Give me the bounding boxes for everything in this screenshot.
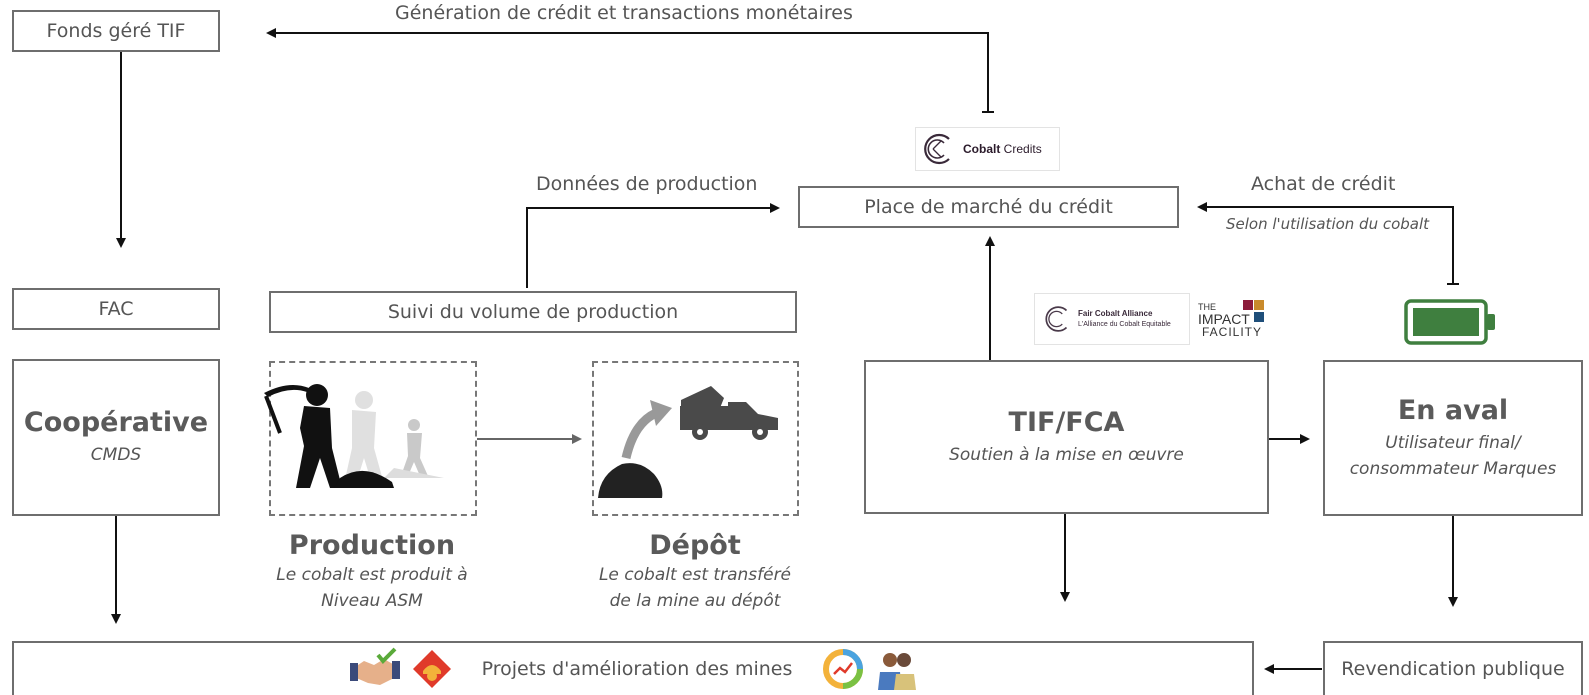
battery-icon	[1404, 299, 1495, 345]
aval-line2: consommateur Marques	[1349, 458, 1557, 479]
cobalt-logo-bold: Cobalt	[963, 142, 1001, 156]
projets-box: Projets d'amélioration des mines	[12, 641, 1254, 695]
tif-fca-title: TIF/FCA	[1008, 406, 1125, 438]
impact-logo-line1: THE	[1198, 302, 1216, 312]
impact-logo-line3: FACILITY	[1202, 325, 1263, 339]
arrow-credit-purchase	[1197, 202, 1459, 285]
fac-label: FAC	[98, 298, 134, 320]
miners-icon	[264, 384, 444, 488]
production-line1: Le cobalt est produit à	[276, 565, 468, 585]
suivi-box: Suivi du volume de production	[269, 291, 797, 333]
revendication-box: Revendication publique	[1323, 641, 1583, 695]
suivi-label: Suivi du volume de production	[387, 301, 679, 323]
fca-logo: Fair Cobalt Alliance L'Alliance du Cobal…	[1034, 293, 1190, 345]
marketplace-box: Place de marché du crédit	[798, 186, 1179, 228]
cobalt-c-icon	[924, 133, 950, 165]
tif-fca-subtitle: Soutien à la mise en œuvre	[949, 444, 1184, 465]
handshake-icon	[349, 647, 400, 685]
fonds-label: Fonds géré TIF	[46, 20, 186, 42]
tif-fca-box: TIF/FCA Soutien à la mise en œuvre	[864, 360, 1269, 514]
credit-generation-label: Génération de crédit et transactions mon…	[395, 2, 853, 24]
safety-badge-icon	[412, 650, 451, 688]
impact-logo-line2: IMPACT	[1198, 311, 1250, 327]
revendication-label: Revendication publique	[1341, 658, 1565, 680]
cooperative-subtitle: CMDS	[90, 445, 142, 465]
arrow-credit-generation	[266, 28, 994, 113]
marketplace-label: Place de marché du crédit	[864, 196, 1113, 218]
production-title: Production	[288, 530, 456, 561]
depot-line1: Le cobalt est transféré	[598, 565, 792, 585]
credit-purchase-label: Achat de crédit	[1251, 173, 1396, 195]
fca-c-icon	[1045, 306, 1068, 332]
arrow-production-data	[526, 203, 780, 288]
impact-facility-logo: THE IMPACT FACILITY	[1198, 300, 1268, 342]
production-line2: Niveau ASM	[321, 591, 423, 611]
progress-chart-icon	[823, 649, 864, 689]
cooperative-title: Coopérative	[23, 407, 209, 438]
cobalt-logo-rest: Credits	[1000, 142, 1042, 156]
aval-line1: Utilisateur final/	[1385, 432, 1521, 453]
fca-logo-line2: L'Alliance du Cobalt Equitable	[1078, 321, 1171, 328]
depot-title: Dépôt	[649, 530, 741, 561]
aval-title: En aval	[1397, 394, 1509, 426]
fonds-box: Fonds géré TIF	[12, 10, 220, 52]
cooperative-box: Coopérative CMDS	[12, 359, 220, 516]
truck-ore-icon	[598, 386, 778, 498]
credit-purchase-sub: Selon l'utilisation du cobalt	[1226, 215, 1430, 233]
depot-line2: de la mine au dépôt	[609, 591, 781, 611]
fca-logo-line1: Fair Cobalt Alliance	[1078, 309, 1153, 318]
aval-box: En aval Utilisateur final/ consommateur …	[1323, 360, 1583, 516]
fac-box: FAC	[12, 288, 220, 330]
cobalt-credits-logo: Cobalt Credits	[915, 127, 1060, 171]
production-data-label: Données de production	[536, 173, 758, 195]
workers-icon	[878, 653, 917, 690]
projets-label: Projets d'amélioration des mines	[481, 658, 793, 680]
